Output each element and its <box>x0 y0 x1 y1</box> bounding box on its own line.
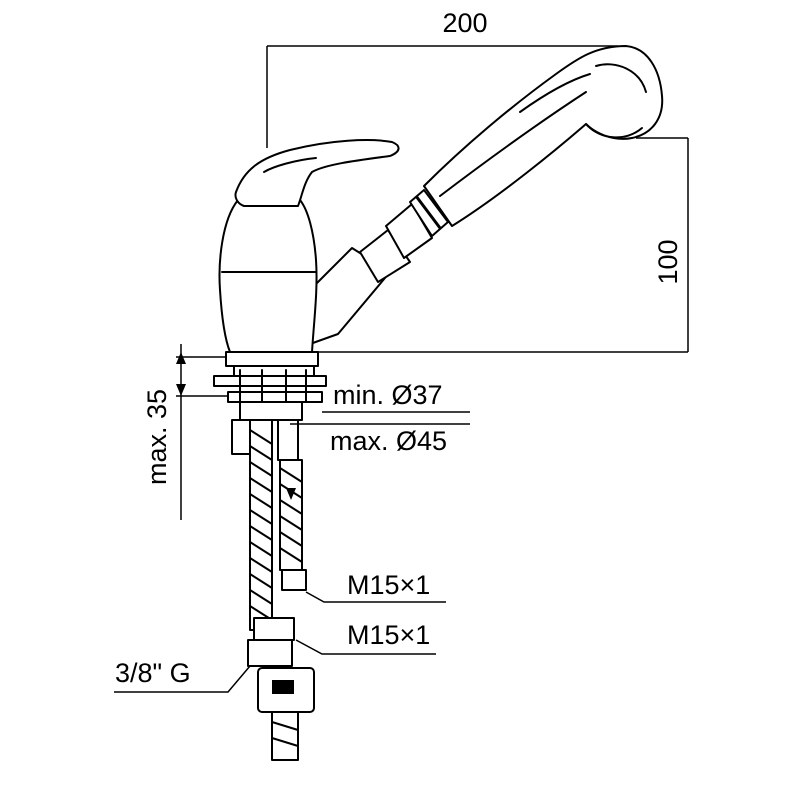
lever-handle[interactable] <box>234 139 400 207</box>
callouts: min. Ø37 max. Ø45 M15×1 M15×1 3/8" G <box>114 380 470 693</box>
hose-ring <box>414 195 442 229</box>
spray-head-seam <box>519 73 591 113</box>
height-label: 100 <box>653 239 683 284</box>
hose-nut <box>385 203 433 259</box>
deck-thickness-label: max. 35 <box>142 389 172 485</box>
supply-pipe <box>271 711 299 761</box>
thread-upper-leader <box>305 591 446 603</box>
height-dimension: 100 <box>310 137 689 353</box>
valve-knob <box>272 680 294 694</box>
side-bolt <box>231 419 251 455</box>
spray-head <box>423 45 664 227</box>
hose-braid-left <box>249 429 273 621</box>
hose-flow-arrow <box>286 488 296 500</box>
min-hole-label: min. Ø37 <box>333 380 443 410</box>
deck-arrow-top <box>176 352 186 364</box>
lower-thread-fitting <box>253 617 295 641</box>
mounting-plate <box>227 391 323 403</box>
spray-nozzle-edge <box>585 123 643 139</box>
width-dimension: 200 <box>266 8 618 148</box>
mounting-assembly <box>213 365 327 761</box>
supply-connector <box>247 639 293 667</box>
supply-connection-leader <box>114 665 251 693</box>
flexible-hose-left <box>249 419 273 631</box>
upper-thread-fitting <box>281 569 307 591</box>
thread-lower-leader <box>295 639 436 655</box>
hose-coupling <box>359 229 411 283</box>
lever-highlight <box>263 157 317 173</box>
supply-connection-label: 3/8" G <box>115 658 191 688</box>
fixing-nut <box>239 401 303 421</box>
thread-upper-label: M15×1 <box>347 570 430 600</box>
deck-arrow-bottom <box>176 384 186 396</box>
mixer-body <box>218 199 318 353</box>
max-hole-label: max. Ø45 <box>330 426 447 456</box>
threaded-stud-top <box>233 365 315 377</box>
flexible-hose-right <box>279 459 303 571</box>
base-rosette <box>225 351 319 367</box>
supply-pipe-thread <box>271 721 299 747</box>
deck-gasket <box>213 375 327 387</box>
spray-assembly <box>309 45 664 345</box>
spray-head-contour <box>439 91 587 197</box>
width-label: 200 <box>442 8 487 38</box>
deck-thickness-dimension: max. 35 <box>142 344 228 520</box>
thread-lower-label: M15×1 <box>347 620 430 650</box>
spray-head-highlight <box>595 63 647 93</box>
faucet-body <box>218 139 400 367</box>
center-bolt <box>277 419 299 461</box>
